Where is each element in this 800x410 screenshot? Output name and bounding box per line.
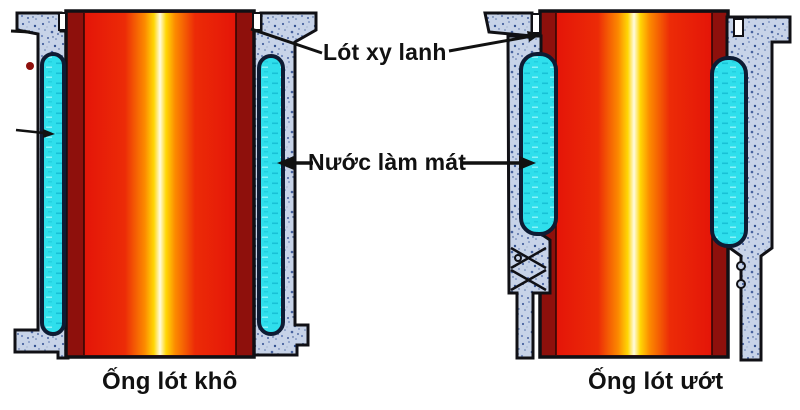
coolant-arrowhead-left bbox=[277, 156, 294, 170]
coolant-arrowhead-right bbox=[519, 156, 536, 170]
wet-cylinder-bore bbox=[556, 13, 712, 355]
caption-dry-liner: Ống lót khô bbox=[102, 368, 238, 395]
wet-seal-bump-upper bbox=[736, 261, 746, 271]
flange-pointer-line bbox=[10, 29, 31, 34]
dry-liner-seat-left bbox=[58, 12, 67, 31]
dry-cylinder-bore bbox=[84, 13, 236, 355]
dry-water-jacket-right bbox=[257, 54, 285, 336]
wet-liner-seat-right bbox=[733, 18, 744, 37]
caption-wet-liner: Ống lót ướt bbox=[588, 368, 724, 395]
wet-water-jacket-left bbox=[519, 52, 558, 236]
label-cylinder-liner: Lót xy lanh bbox=[323, 39, 447, 65]
dry-block-core-plug bbox=[26, 62, 34, 70]
wet-liner-figure bbox=[483, 9, 792, 362]
wet-flange-left bbox=[483, 11, 534, 38]
liner-leader-left bbox=[250, 27, 323, 55]
dry-liner-figure bbox=[13, 9, 318, 360]
liner-arrowhead-right bbox=[527, 31, 541, 42]
jacket-pointer-arrowhead bbox=[43, 129, 55, 138]
jacket-pointer-line bbox=[15, 128, 45, 135]
wet-water-jacket-right bbox=[710, 56, 748, 248]
label-cooling-water: Nước làm mát bbox=[308, 149, 467, 175]
wet-seal-rings bbox=[510, 246, 547, 292]
wet-liner-seat-left bbox=[531, 13, 541, 34]
dry-liner-seat-right bbox=[252, 12, 262, 31]
liner-leader-right bbox=[448, 34, 533, 53]
dry-water-jacket-left bbox=[40, 52, 66, 336]
wet-seal-bump-lower bbox=[736, 279, 746, 289]
leader-lines bbox=[10, 27, 541, 170]
